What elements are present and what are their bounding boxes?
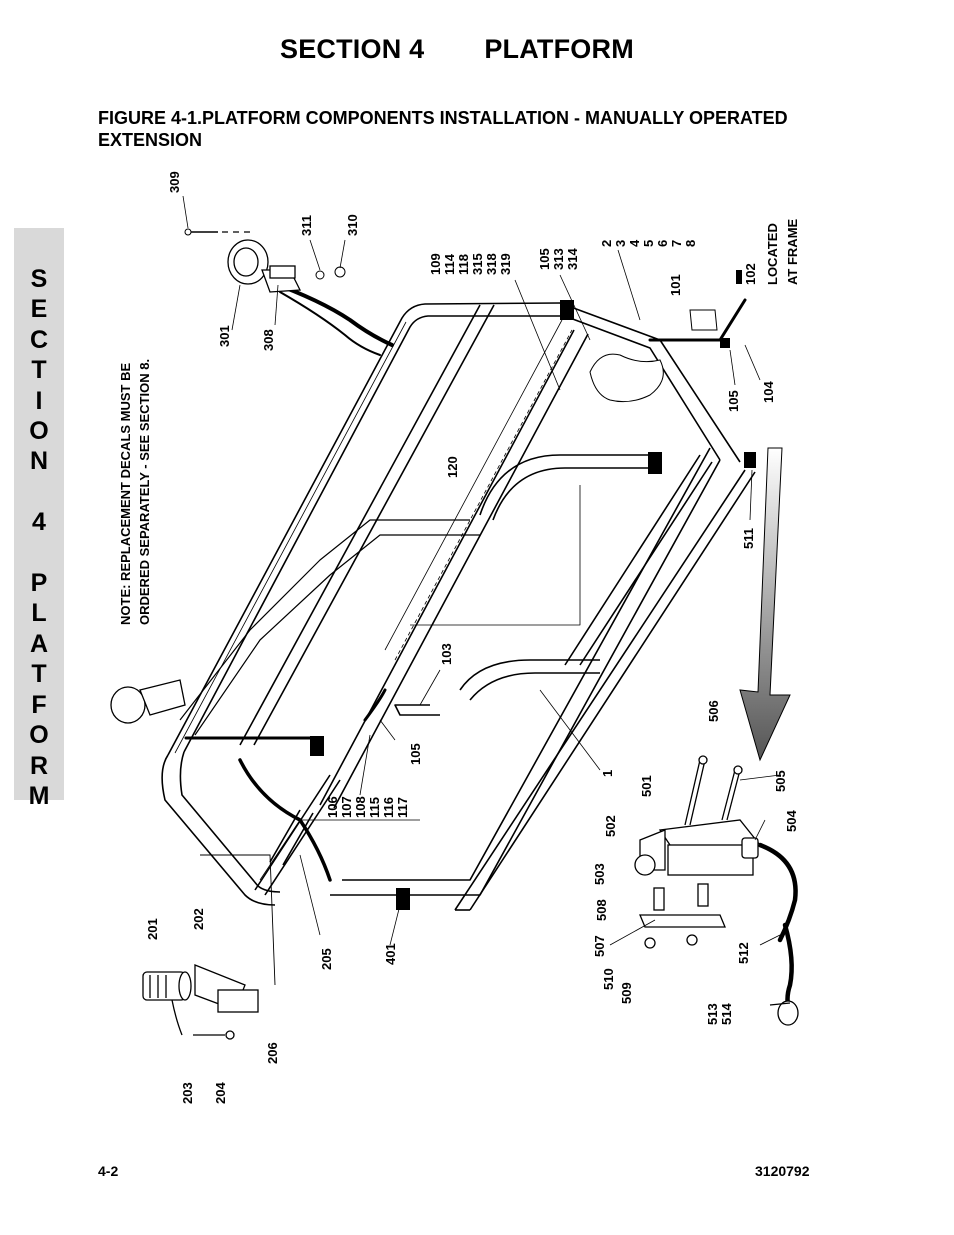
side-tab-letter: A — [29, 629, 49, 658]
callout-107: 107 — [339, 796, 354, 818]
side-tab-letter: R — [29, 751, 49, 780]
side-tab-letter: F — [31, 690, 47, 719]
callout-308: 308 — [261, 329, 276, 351]
beacon-201 — [142, 964, 259, 1040]
side-tab-letter: C — [29, 325, 49, 354]
callout-7: 7 — [669, 240, 684, 247]
callout-102: 102 — [743, 263, 758, 285]
callout-205: 205 — [319, 948, 334, 970]
document-number: 3120792 — [755, 1163, 810, 1179]
side-tab-letter: O — [29, 721, 49, 750]
callout-104: 104 — [761, 381, 776, 403]
callout-311: 311 — [299, 215, 314, 236]
callout-314: 314 — [565, 248, 580, 270]
callout-103: 103 — [439, 643, 454, 665]
callout-319: 319 — [498, 253, 513, 275]
callout-511: 511 — [741, 528, 756, 549]
callout-401: 401 — [383, 943, 398, 965]
note-line1: NOTE: REPLACEMENT DECALS MUST BE — [118, 363, 133, 626]
callout-6: 6 — [655, 240, 670, 247]
located-line1: LOCATED — [765, 223, 780, 285]
callout-108: 108 — [353, 796, 368, 818]
callout-202: 202 — [191, 908, 206, 930]
callout-106: 106 — [325, 796, 340, 818]
callout-116: 116 — [381, 797, 396, 818]
located-line2: AT FRAME — [785, 218, 800, 285]
callout-502: 502 — [603, 815, 618, 837]
callout-513: 513 — [705, 1003, 720, 1025]
callout-313: 313 — [551, 248, 566, 270]
page-title: SECTION 4 PLATFORM — [280, 34, 634, 65]
callout-labels: 309 311 310 301 308 109 114 118 315 318 … — [118, 171, 800, 1104]
side-tab-letter: E — [30, 295, 48, 324]
callout-2: 2 — [599, 240, 614, 247]
callout-118: 118 — [456, 254, 471, 275]
hose-lines — [184, 280, 798, 1015]
side-tab-letter: L — [31, 599, 47, 628]
callout-301: 301 — [217, 325, 232, 347]
callout-504: 504 — [784, 810, 799, 832]
callout-514: 514 — [719, 1003, 734, 1025]
controller-box — [634, 755, 799, 1026]
callout-318: 318 — [484, 253, 499, 275]
callout-114: 114 — [442, 253, 457, 275]
callout-501: 501 — [639, 775, 654, 797]
callout-315: 315 — [470, 253, 485, 275]
callout-101: 101 — [668, 274, 683, 296]
cutout-section — [589, 353, 664, 403]
side-tab-letter: M — [28, 781, 50, 810]
platform-diagram: 309 311 310 301 308 109 114 118 315 318 … — [110, 171, 800, 1104]
side-tab-letter — [36, 538, 43, 568]
connector-blocks — [310, 270, 756, 910]
callout-4: 4 — [627, 239, 642, 247]
side-tab-letter: N — [29, 447, 49, 476]
section-name: PLATFORM — [484, 34, 634, 64]
callout-503: 503 — [592, 863, 607, 885]
callout-509: 509 — [619, 982, 634, 1004]
side-tab-letter — [36, 477, 43, 507]
decal-101 — [689, 309, 718, 331]
callout-1: 1 — [600, 770, 615, 777]
callout-204: 204 — [213, 1082, 228, 1104]
platform-frame — [161, 302, 756, 911]
callout-105-top: 105 — [537, 248, 552, 270]
callout-120: 120 — [445, 456, 460, 478]
callout-505: 505 — [773, 770, 788, 792]
callout-105-right: 105 — [726, 390, 741, 412]
callout-310: 310 — [345, 214, 360, 236]
callout-510: 510 — [601, 968, 616, 990]
callout-5: 5 — [641, 240, 656, 247]
page-number: 4-2 — [98, 1163, 119, 1179]
callout-508: 508 — [594, 899, 609, 921]
beacon-left — [110, 679, 186, 724]
callout-201: 201 — [145, 918, 160, 940]
callout-309: 309 — [167, 171, 182, 193]
side-tab-letter: I — [35, 386, 43, 415]
callout-512: 512 — [736, 942, 751, 964]
side-tab-letter: O — [29, 417, 49, 446]
callout-105-mid: 105 — [408, 743, 423, 765]
side-tab-letter: 4 — [32, 508, 46, 537]
beacon-top — [227, 239, 302, 293]
side-tab-letter: S — [30, 265, 48, 293]
callout-3: 3 — [613, 240, 628, 247]
callout-206: 206 — [265, 1042, 280, 1064]
callout-8: 8 — [683, 240, 698, 247]
callout-507: 507 — [592, 935, 607, 957]
leader-lines — [182, 195, 781, 946]
note-line2: ORDERED SEPARATELY - SEE SECTION 8. — [137, 359, 152, 625]
callout-115: 115 — [367, 797, 382, 818]
assembly-arrow — [739, 447, 791, 762]
figure-title: FIGURE 4-1.PLATFORM COMPONENTS INSTALLAT… — [98, 108, 788, 150]
side-tab-letter: T — [31, 356, 47, 385]
side-tab-letter: T — [31, 660, 47, 689]
callout-109: 109 — [428, 253, 443, 275]
callout-506: 506 — [706, 700, 721, 722]
callout-117: 117 — [395, 797, 410, 818]
callout-203: 203 — [180, 1082, 195, 1104]
section-number: SECTION 4 — [280, 34, 425, 64]
side-tab-letter: P — [30, 569, 48, 598]
